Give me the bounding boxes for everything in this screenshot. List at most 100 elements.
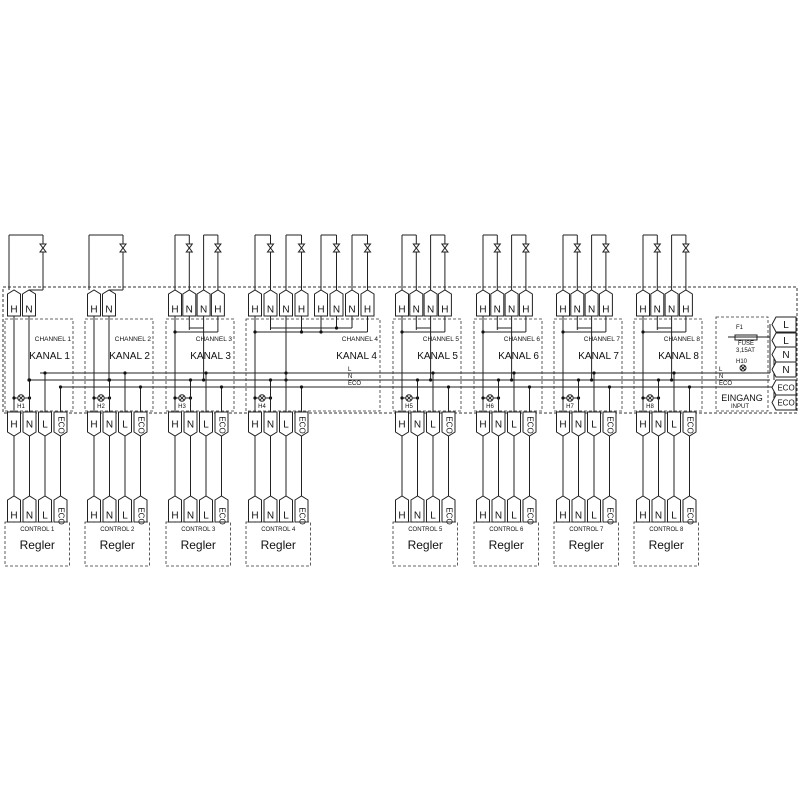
control-label: CONTROL 1 — [20, 527, 55, 533]
junction-dot — [12, 396, 16, 400]
terminal-outline — [423, 289, 438, 317]
control-terminal-eco: ECO — [294, 495, 309, 525]
terminal-label: H — [90, 511, 97, 522]
indicator-lamp-icon — [17, 394, 25, 402]
bottom-terminal-n: N — [410, 411, 425, 437]
wire — [179, 395, 185, 401]
bus-n-label: N — [348, 374, 352, 380]
top-terminal-n: N — [345, 289, 359, 317]
junction-dot — [299, 330, 304, 334]
top-terminal-n: N — [504, 289, 519, 317]
lamp-ref: H1 — [17, 404, 25, 410]
valve-icon — [213, 243, 222, 253]
bottom-terminal-n: N — [22, 411, 37, 437]
bottom-terminal-l: L — [38, 411, 52, 437]
terminal-outline — [491, 495, 506, 523]
terminal-outline — [345, 289, 359, 317]
kanal-label: KANAL 2 — [109, 351, 150, 362]
input-frame — [715, 316, 769, 412]
junction-dot — [92, 396, 96, 400]
bus-eco-label: ECO — [348, 381, 361, 387]
terminal-label: H — [10, 305, 17, 316]
terminal-label: ECO — [685, 507, 694, 524]
terminal-outline — [168, 411, 182, 437]
terminal-outline — [426, 411, 440, 437]
terminal-label: ECO — [136, 507, 145, 524]
junction-dot — [512, 371, 516, 375]
indicator-lamp-icon — [178, 394, 186, 402]
terminal-outline — [476, 495, 490, 523]
terminal-outline — [598, 289, 613, 317]
controller-box — [553, 521, 619, 567]
junction-dot — [561, 396, 565, 400]
top-terminal-h: H — [87, 289, 101, 317]
terminal-outline — [491, 411, 506, 437]
junction-dot — [188, 378, 193, 382]
terminal-label: N — [414, 511, 421, 522]
control-terminal-l: L — [587, 495, 601, 523]
top-terminal-h: H — [598, 289, 613, 317]
top-terminal-h: H — [168, 289, 182, 317]
junction-dot — [202, 378, 206, 382]
bottom-terminal-eco: ECO — [294, 411, 309, 437]
terminal-outline — [294, 289, 309, 317]
bottom-terminal-h: H — [395, 411, 409, 437]
terminal-label: L — [42, 511, 48, 522]
terminal-label: L — [122, 420, 128, 431]
top-terminal-h: H — [556, 289, 570, 317]
terminal-label: H — [522, 305, 529, 316]
input-block: F1 FUSE 3,15AT H10 L N ECO EINGANG INPUT — [715, 316, 775, 412]
control-terminal-n: N — [571, 495, 586, 523]
top-terminal-h: H — [360, 289, 375, 317]
input-lamp-icon — [739, 364, 747, 372]
input-terminal-eco: ECO — [771, 394, 797, 411]
control-terminal-n: N — [491, 495, 506, 523]
terminal-outline — [651, 411, 666, 437]
controller-box — [4, 521, 70, 567]
bottom-terminal-eco: ECO — [682, 411, 697, 437]
terminal-outline — [214, 495, 229, 523]
terminal-outline — [556, 411, 570, 437]
junction-dot — [43, 371, 47, 375]
terminal-outline — [410, 411, 425, 437]
control-terminal-l: L — [426, 495, 440, 523]
bottom-terminal-n: N — [263, 411, 278, 437]
control-terminal-n: N — [410, 495, 425, 523]
terminal-outline — [682, 495, 697, 523]
terminal-label: N — [575, 420, 582, 431]
terminal-outline — [771, 316, 797, 333]
terminal-outline — [7, 411, 21, 437]
terminal-outline — [771, 361, 797, 378]
terminal-label: ECO — [605, 507, 614, 524]
control-terminal-eco: ECO — [441, 495, 456, 525]
terminal-outline — [168, 495, 182, 523]
control-terminal-n: N — [22, 495, 37, 523]
top-terminal-n: N — [182, 289, 197, 317]
bottom-terminal-h: H — [7, 411, 21, 437]
control-terminal-h: H — [636, 495, 650, 523]
bottom-terminal-l: L — [587, 411, 601, 437]
top-terminal-n: N — [263, 289, 278, 317]
terminal-label: ECO — [525, 416, 534, 433]
control-terminal-l: L — [507, 495, 521, 523]
terminal-label: N — [26, 420, 33, 431]
terminal-label: H — [398, 305, 405, 316]
terminal-label: H — [479, 420, 486, 431]
terminal-outline — [53, 411, 68, 437]
terminal-label: N — [655, 511, 662, 522]
terminal-outline — [441, 411, 456, 437]
terminal-label: L — [283, 420, 289, 431]
terminal-label: ECO — [217, 416, 226, 433]
kanal-label: KANAL 4 — [336, 351, 377, 362]
junction-dot — [204, 371, 208, 375]
terminal-label: H — [251, 305, 258, 316]
terminal-outline — [263, 495, 278, 523]
top-terminal-n: N — [423, 289, 438, 317]
terminal-label: ECO — [525, 507, 534, 524]
wire — [647, 395, 653, 401]
terminal-outline — [102, 495, 117, 523]
control-terminal-l: L — [38, 495, 52, 523]
terminal-label: N — [495, 420, 502, 431]
top-terminal-h: H — [437, 289, 452, 317]
